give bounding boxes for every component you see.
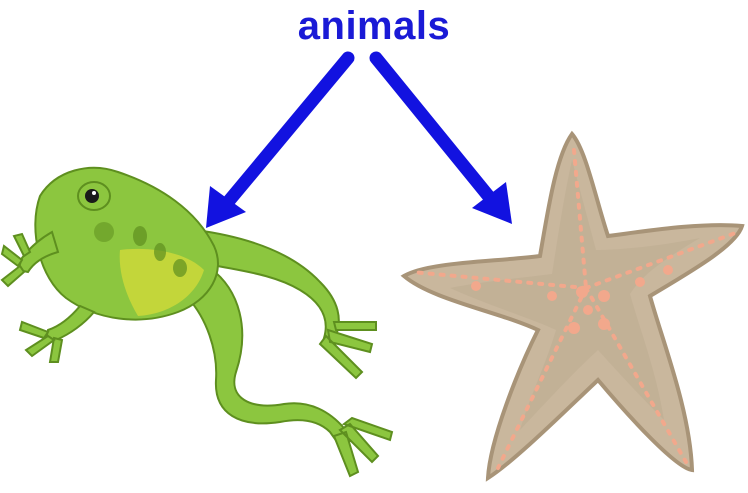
frog-eye xyxy=(85,189,99,203)
starfish-illustration xyxy=(404,134,742,478)
frog-illustration xyxy=(2,168,392,476)
arrow-left xyxy=(206,58,348,228)
arrow-right xyxy=(376,58,512,224)
